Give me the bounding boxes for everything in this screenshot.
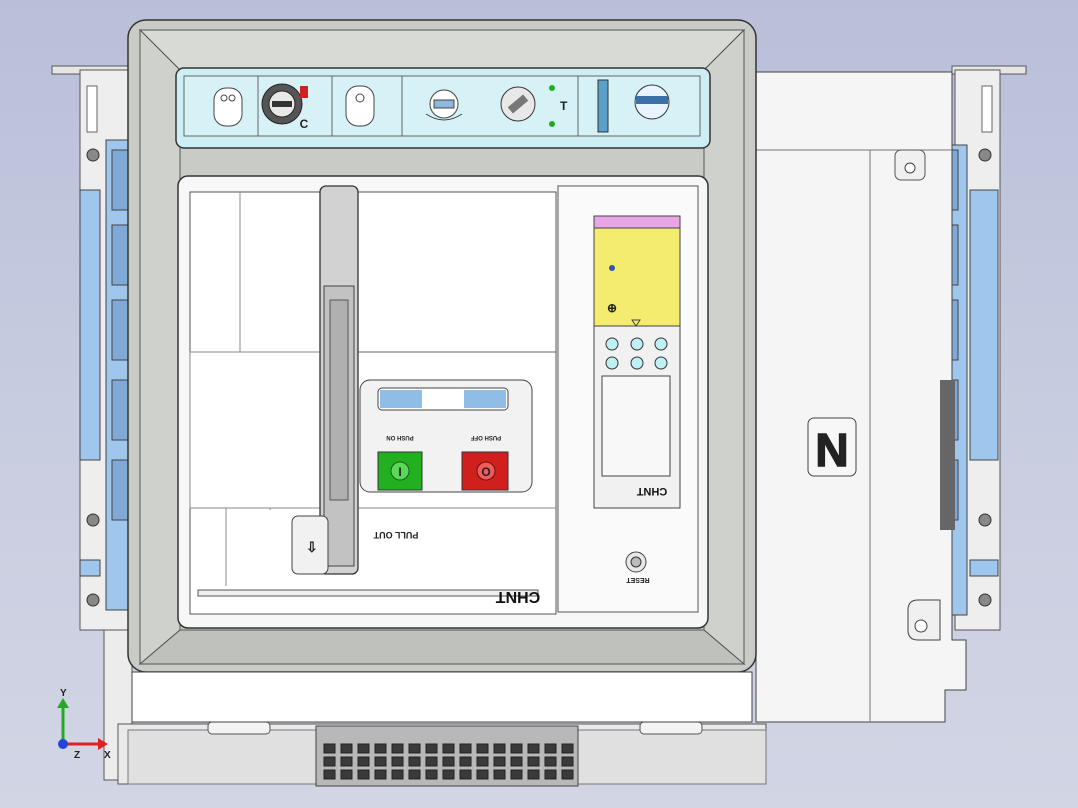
reset-button[interactable] bbox=[625, 551, 647, 573]
terminal-screw bbox=[561, 769, 574, 780]
terminal-screw bbox=[476, 756, 489, 767]
terminal-screw bbox=[527, 756, 540, 767]
terminal-screw bbox=[459, 769, 472, 780]
terminal-screw bbox=[544, 769, 557, 780]
terminal-screw bbox=[323, 743, 336, 754]
padlock-button-right[interactable] bbox=[345, 85, 375, 127]
off-symbol: O bbox=[481, 465, 490, 479]
push-off-button[interactable]: O bbox=[461, 451, 509, 491]
terminal-screw bbox=[476, 743, 489, 754]
terminal-screw bbox=[442, 769, 455, 780]
terminal-screw bbox=[357, 756, 370, 767]
pull-out-label: PULL OUT bbox=[373, 530, 418, 540]
svg-text:⊕: ⊕ bbox=[607, 301, 617, 315]
terminal-screw bbox=[459, 756, 472, 767]
terminal-screw bbox=[527, 743, 540, 754]
brand-logo-main: CHNT bbox=[496, 588, 541, 605]
terminal-screw bbox=[544, 756, 557, 767]
neutral-pole-housing: N bbox=[755, 71, 967, 723]
terminal-screw bbox=[493, 756, 506, 767]
terminal-screw bbox=[425, 743, 438, 754]
svg-text:C: C bbox=[300, 117, 309, 131]
terminal-screw bbox=[425, 769, 438, 780]
terminal-screw bbox=[408, 743, 421, 754]
push-on-button[interactable]: I bbox=[377, 451, 423, 491]
terminal-screw bbox=[561, 756, 574, 767]
terminal-screw bbox=[408, 769, 421, 780]
terminal-screw bbox=[340, 756, 353, 767]
left-side-frame bbox=[79, 69, 133, 781]
terminal-screw bbox=[391, 743, 404, 754]
terminal-screw bbox=[561, 743, 574, 754]
terminal-screw bbox=[442, 743, 455, 754]
terminal-screw bbox=[493, 769, 506, 780]
charge-indicator bbox=[425, 89, 463, 121]
terminal-screw bbox=[357, 769, 370, 780]
terminal-screw bbox=[442, 756, 455, 767]
terminal-screw bbox=[510, 769, 523, 780]
terminal-screw bbox=[391, 756, 404, 767]
terminal-screw bbox=[391, 769, 404, 780]
terminal-screw bbox=[425, 756, 438, 767]
terminal-screw bbox=[527, 769, 540, 780]
svg-text:⇩: ⇩ bbox=[306, 539, 318, 555]
controller-leds bbox=[605, 337, 668, 370]
terminal-screw bbox=[374, 756, 387, 767]
terminal-screw bbox=[357, 743, 370, 754]
axis-triad: Y X Z bbox=[57, 688, 111, 761]
axis-label-x: X bbox=[104, 750, 111, 761]
terminal-screw bbox=[374, 769, 387, 780]
terminal-screw bbox=[476, 769, 489, 780]
charging-handle[interactable]: ⇩ bbox=[291, 185, 359, 575]
reset-label: RESET bbox=[626, 576, 650, 583]
svg-text:T: T bbox=[560, 99, 568, 113]
brand-logo-controller: CHNT bbox=[636, 485, 667, 497]
terminal-screw bbox=[340, 743, 353, 754]
terminal-screw bbox=[323, 769, 336, 780]
status-window bbox=[597, 79, 670, 133]
terminal-screw bbox=[323, 756, 336, 767]
padlock-button-left[interactable] bbox=[213, 87, 243, 127]
axis-label-z: Z bbox=[74, 750, 80, 761]
push-on-label: PUSH ON bbox=[386, 434, 413, 440]
on-symbol: I bbox=[398, 465, 401, 479]
terminal-screw bbox=[510, 743, 523, 754]
push-off-label: PUSH OFF bbox=[471, 434, 502, 440]
terminal-screw bbox=[340, 769, 353, 780]
terminal-screw bbox=[510, 756, 523, 767]
secondary-terminal-block bbox=[315, 725, 579, 787]
terminal-screw bbox=[408, 756, 421, 767]
neutral-label: N bbox=[815, 424, 848, 476]
axis-label-y: Y bbox=[60, 688, 67, 699]
terminal-screw bbox=[493, 743, 506, 754]
key-lock-dial[interactable]: C bbox=[261, 83, 309, 131]
terminal-screw bbox=[374, 743, 387, 754]
position-selector-key[interactable]: T bbox=[500, 85, 568, 127]
terminal-screw bbox=[459, 743, 472, 754]
terminal-screw bbox=[544, 743, 557, 754]
